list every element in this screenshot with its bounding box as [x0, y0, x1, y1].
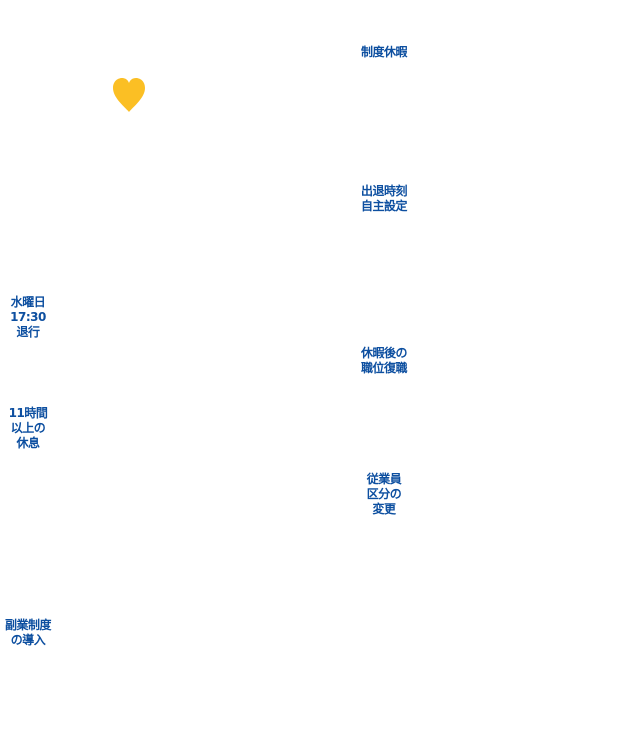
label-leave-system: 制度休暇: [360, 45, 408, 59]
label-rest-interval: 11時間 以上の 休息: [8, 406, 48, 450]
heart-icon: [113, 78, 145, 112]
label-wednesday-leave: 水曜日 17:30 退行: [10, 295, 46, 339]
label-employee-class-change: 従業員 区分の 変更: [366, 472, 402, 516]
label-return-after-leave: 休暇後の 職位復職: [360, 346, 408, 375]
label-side-job: 副業制度 の導入: [4, 618, 52, 647]
label-self-set-hours: 出退時刻 自主設定: [360, 184, 408, 213]
